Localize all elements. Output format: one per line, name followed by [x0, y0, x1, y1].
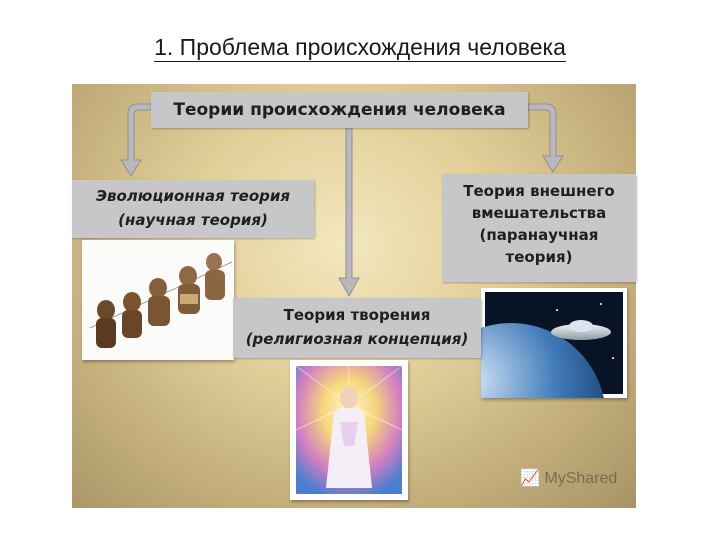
planet-and-ufo [416, 292, 623, 513]
figure-3 [148, 278, 170, 326]
figure-4 [178, 266, 200, 314]
arrow-to-evolution [120, 103, 152, 177]
external-line-2: вмешательства [471, 204, 607, 222]
external-line-4: теория) [505, 248, 573, 266]
radiant-figure [295, 365, 403, 494]
creation-illustration [290, 360, 408, 500]
external-line-3: (паранаучная [479, 226, 599, 244]
creation-line-1: Теория творения [283, 306, 431, 324]
root-theories-box: Теории происхождения человека [151, 92, 528, 128]
watermark-icon: 📈 [520, 470, 540, 487]
evolution-theory-box: Эволюционная теория (научная теория) [72, 180, 314, 238]
evolution-line-2: (научная теория) [118, 211, 268, 229]
arrow-to-external [527, 103, 564, 173]
external-line-1: Теория внешнего [463, 182, 615, 200]
figure-2 [122, 292, 142, 338]
figure-5 [205, 253, 225, 300]
watermark: 📈 MyShared [520, 470, 618, 487]
evolution-line-1: Эволюционная теория [95, 187, 291, 205]
arrow-to-creation [338, 127, 360, 298]
human-evolution-figures [82, 240, 234, 360]
space-illustration [416, 288, 627, 513]
creation-theory-box: Теория творения (религиозная концепция) [233, 298, 481, 358]
slide-title: 1. Проблема происхождения человека [154, 34, 566, 62]
creation-line-2: (религиозная концепция) [245, 330, 469, 348]
evolution-illustration [82, 240, 234, 360]
external-intervention-box: Теория внешнего вмешательства (паранаучн… [442, 174, 636, 282]
figure-1 [96, 300, 116, 348]
